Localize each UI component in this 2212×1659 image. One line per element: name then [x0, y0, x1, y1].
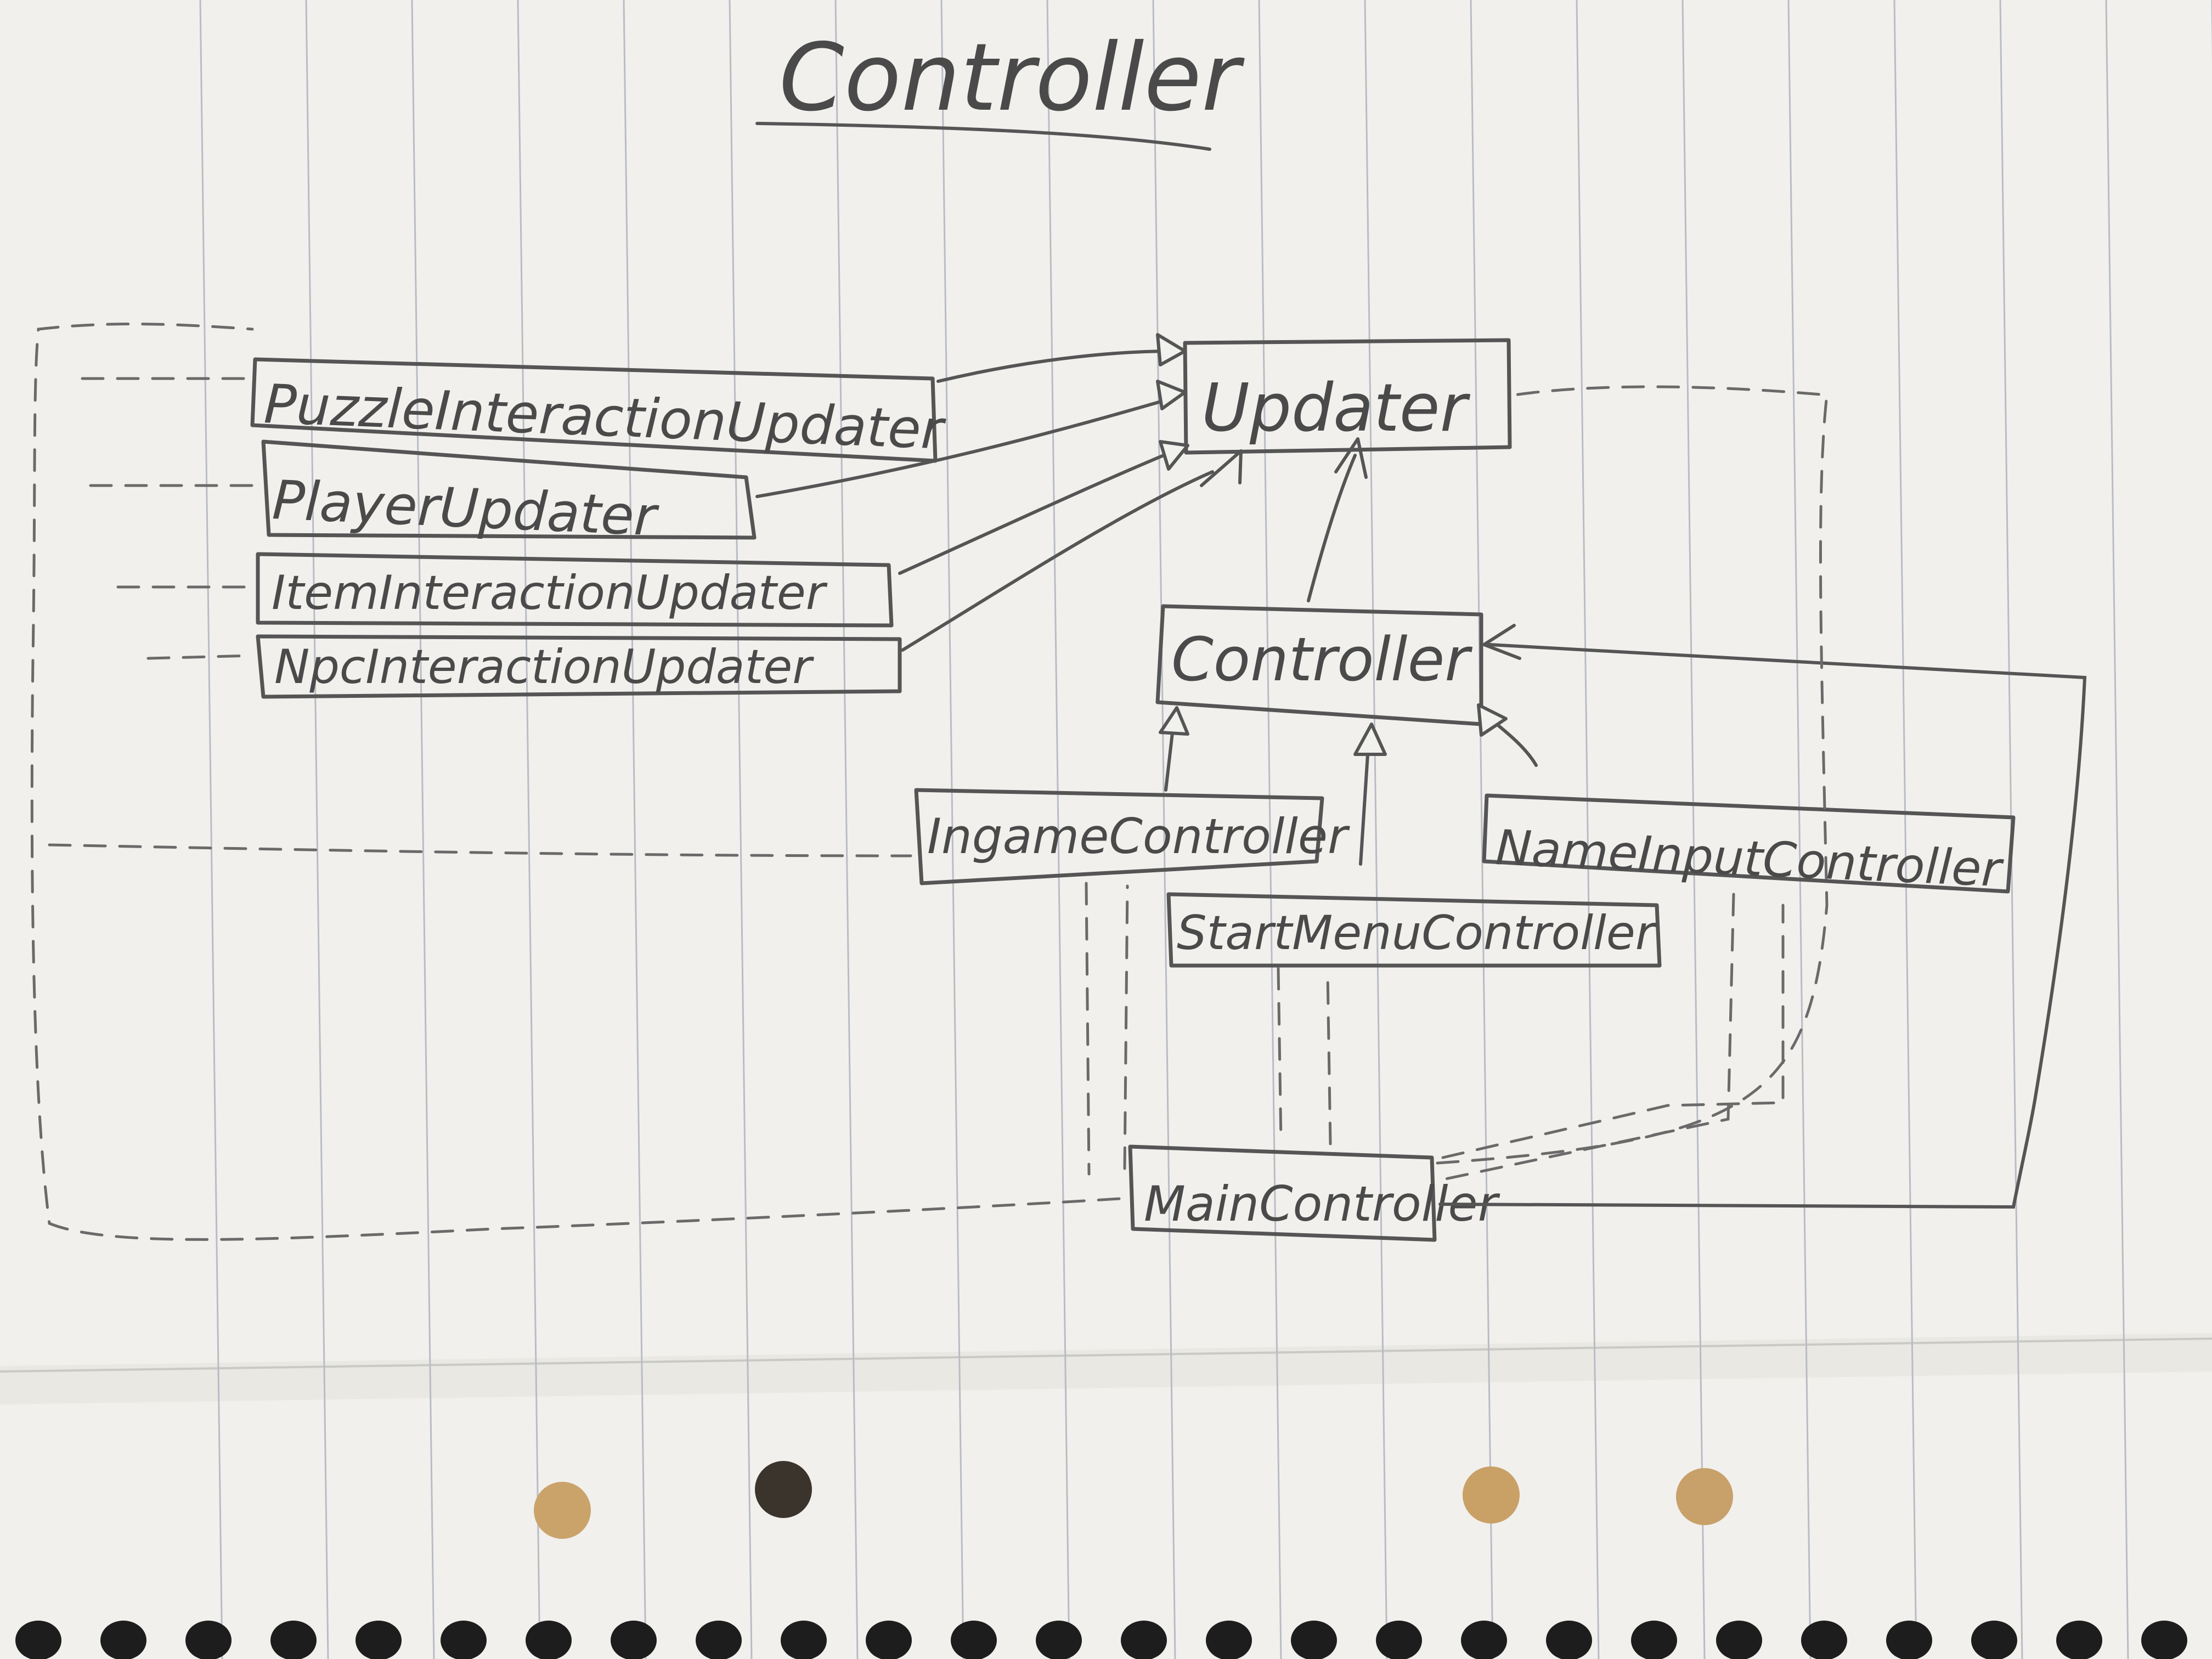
spiral-ring: [356, 1621, 402, 1659]
spiral-ring: [1291, 1621, 1337, 1659]
spiral-ring: [1121, 1621, 1167, 1659]
class-label-startmenu: StartMenuController: [1177, 906, 1657, 961]
punch-hole-4: [1676, 1468, 1733, 1525]
spiral-ring: [185, 1621, 232, 1659]
arrowhead-item-updater: [1159, 440, 1189, 471]
spiral-ring: [1206, 1621, 1252, 1659]
class-updater: Updater: [1183, 338, 1512, 455]
spiral-ring: [1376, 1621, 1422, 1659]
spiral-ring: [696, 1621, 742, 1659]
arrowhead-nameinput-controller: [1477, 703, 1508, 737]
class-label-updater: Updater: [1201, 370, 1471, 447]
ruled-line: [1364, 0, 1388, 1659]
spiral-ring: [100, 1621, 146, 1659]
spiral-ring: [1546, 1621, 1592, 1659]
edge-main-to-nameinput: [1441, 904, 1785, 1159]
spiral-ring: [1886, 1621, 1932, 1659]
spiral-ring: [1801, 1621, 1847, 1659]
title-underline: [755, 122, 1211, 151]
spiral-ring: [1971, 1621, 2017, 1659]
edge-main-to-startmenu: [1326, 972, 1332, 1146]
edge-ingame-to-main: [1085, 882, 1091, 1176]
punch-hole-1: [534, 1482, 591, 1539]
edge-startmenu-to-controller: [1359, 736, 1370, 866]
edge-puzzle-to-updater: [936, 349, 1176, 383]
edge-item-to-updater: [898, 448, 1178, 575]
ruled-line: [1046, 0, 1070, 1659]
class-main-controller: MainController: [1128, 1144, 1500, 1242]
ruled-line: [305, 0, 329, 1659]
diagram-title: Controller: [779, 24, 1245, 132]
punch-hole-3: [1463, 1466, 1520, 1523]
ruled-line: [2105, 0, 2129, 1659]
edge-main-to-ingame: [1123, 884, 1129, 1170]
class-label-npc: NpcInteractionUpdater: [274, 640, 814, 695]
class-ingame-controller: IngameController: [914, 788, 1350, 885]
spiral-ring: [611, 1621, 657, 1659]
ruled-line: [623, 0, 647, 1659]
ruled-line: [411, 0, 435, 1659]
edge-controller-to-updater: [1307, 454, 1357, 602]
arrowhead-npc-updater: [1200, 449, 1243, 487]
edge-npc-to-updater: [901, 470, 1214, 652]
spiral-ring: [2141, 1621, 2187, 1659]
spiral-ring: [2056, 1621, 2102, 1659]
page-fold-line: [0, 1338, 2212, 1373]
edge-player-to-updater: [755, 396, 1176, 498]
class-label-ingame: IngameController: [927, 808, 1350, 865]
spiral-ring: [1716, 1621, 1762, 1659]
edge-main-to-npc: [146, 654, 254, 660]
class-npc-interaction-updater: NpcInteractionUpdater: [256, 634, 902, 699]
spiral-ring: [526, 1621, 572, 1659]
ruled-line: [1470, 0, 1494, 1659]
spiral-ring: [1461, 1621, 1507, 1659]
arrowhead-startmenu-controller: [1353, 723, 1387, 756]
ruled-lines: [199, 0, 2212, 1659]
ruled-line: [729, 0, 753, 1659]
arrowhead-controller-updater: [1334, 437, 1368, 479]
spiral-ring: [1036, 1621, 1082, 1659]
spiral-ring: [866, 1621, 912, 1659]
ruled-line: [940, 0, 964, 1659]
edge-nameinput-to-main: [1441, 893, 1735, 1181]
arrowhead-puzzle-updater: [1156, 333, 1187, 366]
page-shadow-fold: [0, 1333, 2212, 1404]
ruled-line: [1576, 0, 1600, 1659]
edge-main-to-updater-right: [1436, 385, 1829, 1165]
spiral-ring: [441, 1621, 487, 1659]
class-label-item: ItemInteractionUpdater: [272, 566, 828, 620]
spiral-ring: [781, 1621, 827, 1659]
punch-hole-2: [755, 1461, 812, 1518]
ruled-line: [1258, 0, 1282, 1659]
ruled-line: [834, 0, 859, 1659]
arrowhead-ingame-controller: [1159, 706, 1189, 736]
spiral-ring: [15, 1621, 61, 1659]
ruled-line: [1152, 0, 1176, 1659]
spiral-ring: [951, 1621, 997, 1659]
ruled-line: [1681, 0, 1706, 1659]
ruled-line: [199, 0, 223, 1659]
spiral-binding: [15, 1621, 2187, 1659]
ruled-line: [517, 0, 541, 1659]
ruled-line: [1787, 0, 1812, 1659]
spiral-ring: [270, 1621, 317, 1659]
class-start-menu-controller: StartMenuController: [1166, 892, 1662, 968]
edge-startmenu-to-main: [1277, 967, 1283, 1143]
ruled-line: [1893, 0, 1917, 1659]
spiral-ring: [1631, 1621, 1677, 1659]
arrowhead-player-updater: [1156, 380, 1187, 410]
edge-lower-dashes-left: [48, 843, 912, 857]
arrowhead-main-controller: [1482, 624, 1521, 660]
edge-main-to-left-updaters: [30, 323, 1121, 1241]
edge-main-to-controller: [1438, 643, 2087, 1209]
class-label-controller: Controller: [1171, 624, 1472, 695]
class-item-interaction-updater: ItemInteractionUpdater: [256, 552, 894, 628]
